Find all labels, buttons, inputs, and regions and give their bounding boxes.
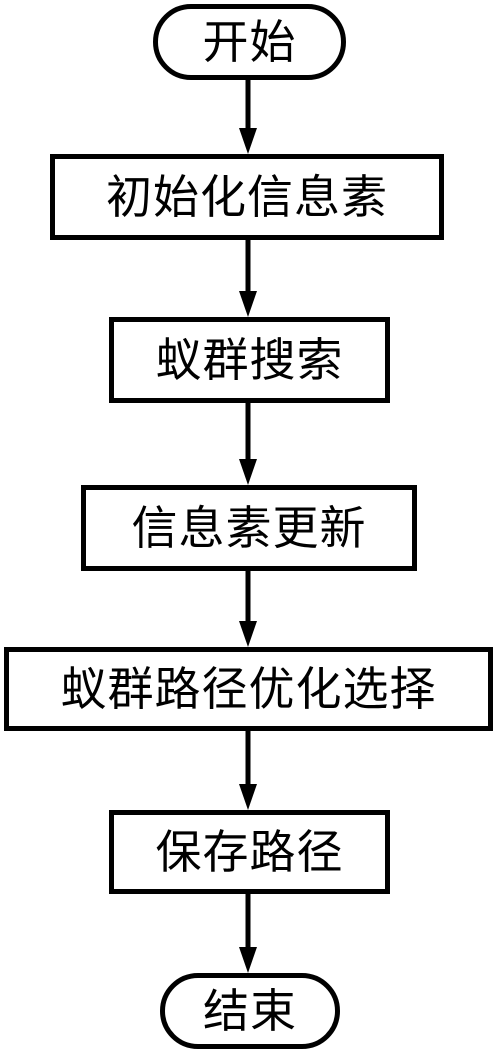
ant-colony-search-label: 蚁群搜索	[155, 333, 344, 387]
save-path-label: 保存路径	[155, 825, 344, 879]
ant-colony-search-node: 蚁群搜索	[109, 317, 390, 403]
arrow-head-4	[239, 621, 257, 647]
arrow-head-6	[239, 947, 257, 973]
pheromone-update-node: 信息素更新	[81, 485, 417, 571]
pheromone-update-label: 信息素更新	[131, 501, 367, 555]
start-node: 开始	[153, 4, 346, 80]
path-optimization-label: 蚁群路径优化选择	[60, 662, 437, 716]
end-node: 结束	[160, 973, 340, 1049]
init-pheromone-label: 初始化信息素	[106, 170, 388, 224]
start-node-label: 开始	[202, 15, 297, 69]
arrow-head-1	[239, 128, 257, 154]
end-node-label: 结束	[203, 984, 297, 1038]
arrow-head-3	[239, 459, 257, 485]
save-path-node: 保存路径	[109, 810, 390, 894]
init-pheromone-node: 初始化信息素	[50, 154, 444, 240]
arrow-head-2	[239, 291, 257, 317]
path-optimization-node: 蚁群路径优化选择	[4, 647, 493, 731]
arrow-head-5	[239, 784, 257, 810]
